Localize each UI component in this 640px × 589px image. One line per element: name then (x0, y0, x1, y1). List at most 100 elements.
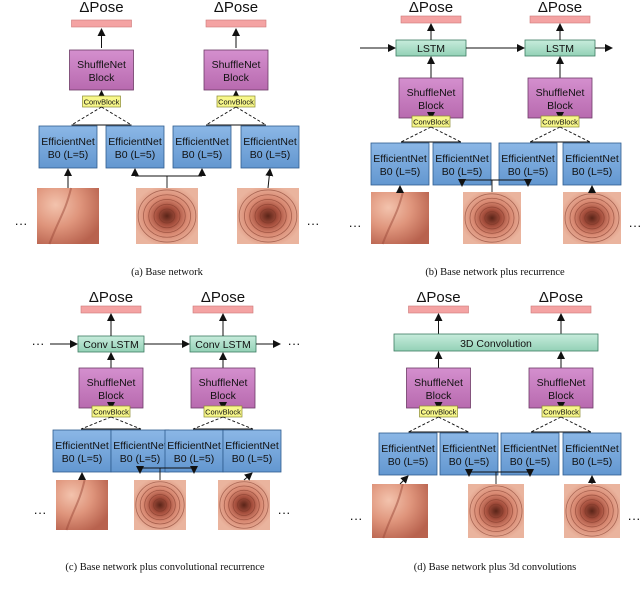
frame-fold-ring (474, 202, 510, 234)
frame-fold-ring (574, 202, 610, 234)
efficientnet-label: EfficientNet (167, 440, 221, 452)
efficientnet-label: EfficientNet (503, 443, 557, 455)
efficientnet-block (378, 432, 438, 476)
shufflenet-block (69, 49, 134, 91)
efficientnet-label: EfficientNet (41, 136, 95, 148)
frame-fold-ring (65, 479, 86, 531)
frame-fold-ring (153, 498, 167, 512)
efficientnet-block (172, 125, 232, 169)
convblock-label: ConvBlock (93, 408, 129, 417)
frame-fold-ring (153, 203, 181, 229)
fan-in-line (110, 416, 142, 430)
convblock-label: ConvBlock (84, 98, 120, 107)
efficientnet-label: B0 (L=5) (232, 453, 273, 465)
ellipsis: ··· (307, 216, 320, 231)
ellipsis: ··· (15, 216, 28, 231)
arrow-frame-to-efficientnet (243, 472, 253, 481)
endoscopy-frame (134, 480, 186, 530)
conv-lstm-label: Conv LSTM (195, 339, 250, 351)
conv3d-block (393, 333, 599, 352)
delta-pose-label: ΔPose (201, 289, 245, 306)
endoscopy-frame (468, 484, 524, 538)
efficientnet-block (240, 125, 300, 169)
frame-fold-ring (479, 206, 505, 230)
efficientnet-label: EfficientNet (442, 443, 496, 455)
shufflenet-label: Block (547, 100, 573, 112)
shufflenet-label: Block (418, 100, 444, 112)
shufflenet-label: Block (98, 390, 124, 402)
efficientnet-label: EfficientNet (55, 440, 109, 452)
shufflenet-label: Block (89, 72, 115, 84)
shufflenet-label: ShuffleNet (407, 87, 456, 99)
frame-fold-ring (564, 193, 620, 243)
ellipsis: ··· (32, 336, 45, 351)
endoscopy-frame (564, 484, 620, 538)
shufflenet-label: ShuffleNet (199, 377, 248, 389)
fan-in-line (560, 416, 592, 433)
frame-fold-ring (584, 211, 600, 225)
caption-b: (b) Base network plus recurrence (425, 267, 565, 278)
delta-pose-label: ΔPose (409, 0, 453, 16)
efficientnet-label: B0 (L=5) (572, 166, 613, 178)
efficientnet-label: B0 (L=5) (572, 456, 613, 468)
pose-output-bar (530, 305, 592, 314)
ellipsis: ··· (288, 336, 301, 351)
frame-fold-ring (139, 485, 181, 525)
fan-in-line (408, 416, 439, 433)
fan-in-line (559, 126, 591, 143)
efficientnet-label: B0 (L=5) (510, 456, 551, 468)
frame-fold-ring (382, 483, 404, 539)
conv3d-label: 3D Convolution (460, 338, 532, 350)
ellipsis: ··· (629, 218, 640, 233)
delta-pose-label: ΔPose (538, 0, 582, 16)
ellipsis: ··· (350, 511, 363, 526)
shufflenet-label: ShuffleNet (77, 59, 126, 71)
shufflenet-label: ShuffleNet (87, 377, 136, 389)
convblock-label: ConvBlock (421, 408, 457, 417)
lstm-label: LSTM (546, 43, 574, 55)
efficientnet-block (105, 125, 165, 169)
efficientnet-label: EfficientNet (373, 153, 427, 165)
efficientnet-block (439, 432, 499, 476)
frame-fold-ring (579, 206, 605, 230)
delta-pose-label: ΔPose (214, 0, 258, 16)
shufflenet-block (527, 77, 593, 119)
shufflenet-label: ShuffleNet (414, 377, 463, 389)
frame-fold-ring (464, 193, 520, 243)
delta-pose-label: ΔPose (89, 289, 133, 306)
efficientnet-label: B0 (L=5) (120, 453, 161, 465)
efficientnet-label: EfficientNet (501, 153, 555, 165)
shufflenet-label: Block (548, 390, 574, 402)
efficientnet-label: B0 (L=5) (442, 166, 483, 178)
efficientnet-label: B0 (L=5) (182, 149, 223, 161)
shufflenet-label: ShuffleNet (212, 59, 261, 71)
frame-fold-ring (483, 499, 509, 523)
frame-fold-ring (135, 481, 185, 529)
efficientnet-block (110, 429, 170, 473)
ellipsis: ··· (34, 505, 47, 520)
efficientnet-block (562, 432, 622, 476)
efficientnet-label: B0 (L=5) (115, 149, 156, 161)
ellipsis: ··· (349, 218, 362, 233)
pose-output-bar (408, 305, 469, 314)
shufflenet-block (190, 367, 256, 409)
frame-fold-ring (219, 481, 269, 529)
frame-fold-ring (143, 194, 191, 238)
endoscopy-frame (136, 188, 198, 244)
efficientnet-label: B0 (L=5) (380, 166, 421, 178)
caption-c: (c) Base network plus convolutional recu… (65, 562, 264, 573)
frame-fold-ring (237, 498, 251, 512)
efficientnet-label: EfficientNet (175, 136, 229, 148)
frame-fold-ring (48, 187, 73, 245)
fan-in-line (80, 416, 112, 430)
caption-d: (d) Base network plus 3d convolutions (414, 562, 576, 573)
shufflenet-label: Block (426, 390, 452, 402)
shufflenet-label: ShuffleNet (536, 87, 585, 99)
frame-fold-ring (249, 199, 287, 233)
fan-in-line (529, 126, 561, 143)
fan-in-line (71, 106, 102, 126)
frame-fold-ring (148, 199, 186, 233)
shufflenet-label: Block (210, 390, 236, 402)
efficientnet-label: EfficientNet (435, 153, 489, 165)
